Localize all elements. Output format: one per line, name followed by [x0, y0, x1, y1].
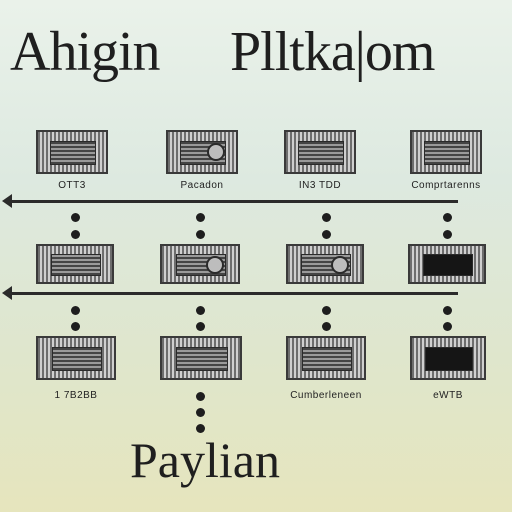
device-r2-c2 — [160, 244, 240, 284]
label-r3-c3: Cumberleneen — [290, 390, 362, 401]
title-left: Ahigin — [10, 21, 161, 83]
connector-dot — [71, 213, 80, 222]
device-icon — [424, 346, 474, 372]
knob-icon — [206, 256, 225, 275]
label-r1-c2: Pacadon — [180, 180, 224, 191]
connector-dot — [196, 306, 205, 315]
connector-dot — [196, 213, 205, 222]
label-r3-c1: 1 7B2BB — [54, 390, 98, 401]
label-r1-c3: IN3 TDD — [298, 180, 342, 191]
device-r3-c1 — [36, 336, 116, 380]
device-icon — [176, 346, 228, 372]
connector-dot — [196, 230, 205, 239]
connector-dot — [322, 306, 331, 315]
connector-dot — [322, 322, 331, 331]
connector-dot — [71, 322, 80, 331]
connector-dot — [71, 306, 80, 315]
connector-dot — [196, 424, 205, 433]
device-r2-c3 — [286, 244, 364, 284]
device-r3-c2 — [160, 336, 242, 380]
knob-icon — [207, 143, 226, 162]
footer-title: Paylian — [130, 432, 280, 488]
arrow-left-icon — [2, 194, 12, 208]
device-icon — [301, 346, 353, 372]
connector-dot — [443, 230, 452, 239]
device-icon — [424, 140, 470, 166]
connector-dot — [443, 306, 452, 315]
connector-dot — [443, 322, 452, 331]
knob-icon — [330, 256, 349, 275]
device-r1-c4 — [410, 130, 482, 174]
device-r2-c4 — [408, 244, 486, 284]
device-r1-c3 — [284, 130, 356, 174]
device-r2-c1 — [36, 244, 114, 284]
connector-dot — [196, 392, 205, 401]
device-icon — [50, 140, 96, 166]
device-r1-c2 — [166, 130, 238, 174]
title-right: Plltka|om — [230, 21, 435, 83]
timeline-rail-2 — [2, 286, 458, 300]
connector-dot — [196, 322, 205, 331]
arrow-left-icon — [2, 286, 12, 300]
device-r3-c3 — [286, 336, 366, 380]
device-r3-c4 — [410, 336, 486, 380]
label-r1-c4: Comprtarenns — [411, 180, 481, 191]
timeline-rail-1 — [2, 194, 458, 208]
device-icon — [298, 140, 344, 166]
device-r1-c1 — [36, 130, 108, 174]
label-r1-c1: OTT3 — [58, 180, 86, 191]
device-icon — [51, 346, 103, 372]
device-icon — [51, 253, 101, 277]
connector-dot — [71, 230, 80, 239]
device-icon — [423, 253, 473, 277]
connector-dot — [322, 230, 331, 239]
connector-dot — [322, 213, 331, 222]
connector-dot — [196, 408, 205, 417]
connector-dot — [443, 213, 452, 222]
label-r3-c4: eWTB — [433, 390, 463, 401]
